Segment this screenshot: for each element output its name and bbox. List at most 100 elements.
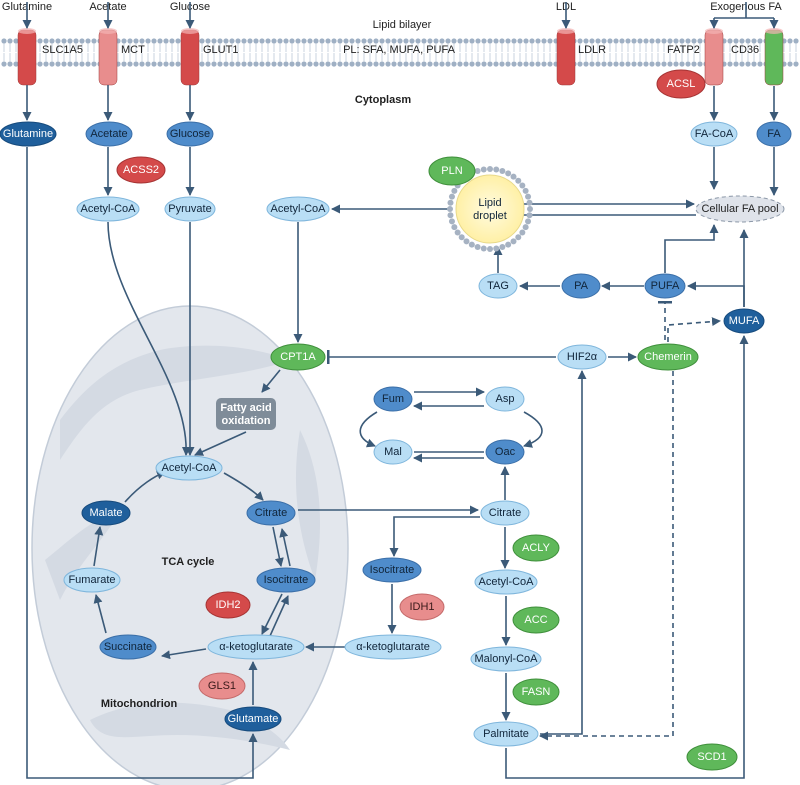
node-label-cpt1a: CPT1A <box>280 351 316 363</box>
node-akg-mito: α-ketoglutarate <box>207 634 305 660</box>
node-gls1: GLS1 <box>198 672 246 700</box>
node-label-pufa: PUFA <box>651 280 680 292</box>
node-fa: FA <box>756 121 792 147</box>
node-label-pa: PA <box>574 280 589 292</box>
node-label-acetyl-coa-mito: Acetyl-CoA <box>161 462 217 474</box>
node-tag: TAG <box>478 273 518 299</box>
node-label-chemerin: Chemerin <box>644 351 692 363</box>
node-mal: Mal <box>373 439 413 465</box>
edge-fum-mal <box>359 411 378 448</box>
transporter-fatp2: FATP2 <box>667 44 700 56</box>
mct-channel <box>98 28 118 86</box>
node-label-acsl: ACSL <box>667 78 696 90</box>
transporter-ldlr: LDLR <box>578 44 606 56</box>
node-pa: PA <box>561 273 601 299</box>
transporter-mct: MCT <box>121 44 145 56</box>
node-label-acss2: ACSS2 <box>123 164 159 176</box>
node-label-akg-cyto: α-ketoglutarate <box>356 641 430 653</box>
transporter-cd36: CD36 <box>731 44 759 56</box>
node-acetyl-coa-mito: Acetyl-CoA <box>155 455 223 481</box>
node-label-fa: FA <box>767 128 781 140</box>
node-asp: Asp <box>485 386 525 412</box>
node-label-scd1: SCD1 <box>697 751 726 763</box>
node-label-acetyl-coa-2: Acetyl-CoA <box>270 203 326 215</box>
edges <box>22 2 779 779</box>
node-fasn: FASN <box>512 678 560 706</box>
edge-isocitrate-citrate <box>279 528 291 567</box>
pl-composition-label: PL: SFA, MUFA, PUFA <box>343 44 456 56</box>
node-label-pln: PLN <box>441 165 462 177</box>
node-label-succinate: Succinate <box>104 641 152 653</box>
node-label-citrate-cyto: Citrate <box>489 507 521 519</box>
node-glutamate: Glutamate <box>224 706 282 732</box>
node-label-tag: TAG <box>487 280 509 292</box>
node-label-glutamate: Glutamate <box>228 713 279 725</box>
node-pyruvate: Pyruvate <box>164 196 216 222</box>
node-palmitate: Palmitate <box>473 721 539 747</box>
node-citrate-mito: Citrate <box>246 500 296 526</box>
edge-palmitate-hif2a <box>540 370 587 735</box>
fatp2-channel <box>704 28 724 86</box>
node-oac: Oac <box>485 439 525 465</box>
node-label-fum: Fum <box>382 393 404 405</box>
node-succinate: Succinate <box>99 634 157 660</box>
cd36-channel <box>764 28 784 86</box>
node-cpt1a: CPT1A <box>270 343 326 371</box>
node-label-fumarate: Fumarate <box>68 574 115 586</box>
ldlr-channel <box>556 28 576 86</box>
edge-citrate-isocitrate <box>272 526 284 567</box>
transporter-slc1a5: SLC1A5 <box>42 44 83 56</box>
node-scd1: SCD1 <box>686 743 738 771</box>
node-idh2: IDH2 <box>205 591 251 619</box>
node-label-fa-coa: FA-CoA <box>695 128 734 140</box>
cytoplasm-label: Cytoplasm <box>355 94 411 106</box>
edge-cpt1a-fao <box>261 369 281 393</box>
node-glutamine: Glutamine <box>0 121 57 147</box>
lipid-bilayer <box>1 28 799 86</box>
node-label-malonyl-coa: Malonyl-CoA <box>475 653 539 665</box>
node-malonyl-coa: Malonyl-CoA <box>470 646 542 672</box>
node-hif2a: HIF2α <box>557 344 607 370</box>
edge-palmitate-mufa <box>505 335 749 779</box>
node-label-malate: Malate <box>89 507 122 519</box>
node-acsl: ACSL <box>656 69 706 99</box>
node-isocitrate-mito: Isocitrate <box>256 567 316 593</box>
node-acss2: ACSS2 <box>116 156 166 184</box>
node-isocitrate-cyto: Isocitrate <box>362 557 422 583</box>
node-label-mal: Mal <box>384 446 402 458</box>
transporter-glut1: GLUT1 <box>203 44 238 56</box>
node-label-cellular-fa-pool: Cellular FA pool <box>701 203 778 215</box>
node-label-acetyl-coa-cyto: Acetyl-CoA <box>478 576 534 588</box>
edge-citrate-isocitrate-cyto <box>389 516 480 557</box>
edge-isocitrate-akg <box>261 593 283 635</box>
node-mufa: MUFA <box>723 308 765 334</box>
node-akg-cyto: α-ketoglutarate <box>344 634 442 660</box>
node-acetyl-coa-1: Acetyl-CoA <box>76 196 140 222</box>
edge-acetylcoa-citrate <box>223 472 264 501</box>
node-label-fasn: FASN <box>522 686 551 698</box>
slc1a5-channel <box>17 28 37 86</box>
node-pufa: PUFA <box>644 273 686 299</box>
node-label-acc: ACC <box>524 614 547 626</box>
mitochondrion-label: Mitochondrion <box>101 698 178 710</box>
node-chemerin: Chemerin <box>637 343 699 371</box>
glut1-channel <box>180 28 200 86</box>
edge-akg-isocitrate <box>269 595 289 637</box>
node-label-glucose: Glucose <box>170 128 210 140</box>
edge-asp-oac <box>523 411 543 448</box>
node-malate: Malate <box>81 500 131 526</box>
lipid-bilayer-label: Lipid bilayer <box>373 19 432 31</box>
node-acly: ACLY <box>512 534 560 562</box>
node-label-oac: Oac <box>495 446 516 458</box>
node-label-pyruvate: Pyruvate <box>168 203 211 215</box>
edge-succinate-fumarate <box>93 594 107 634</box>
node-acetate: Acetate <box>85 121 133 147</box>
edge-mufa-pufa <box>687 281 745 307</box>
node-label-asp: Asp <box>496 393 515 405</box>
node-label-hif2a: HIF2α <box>567 351 598 363</box>
